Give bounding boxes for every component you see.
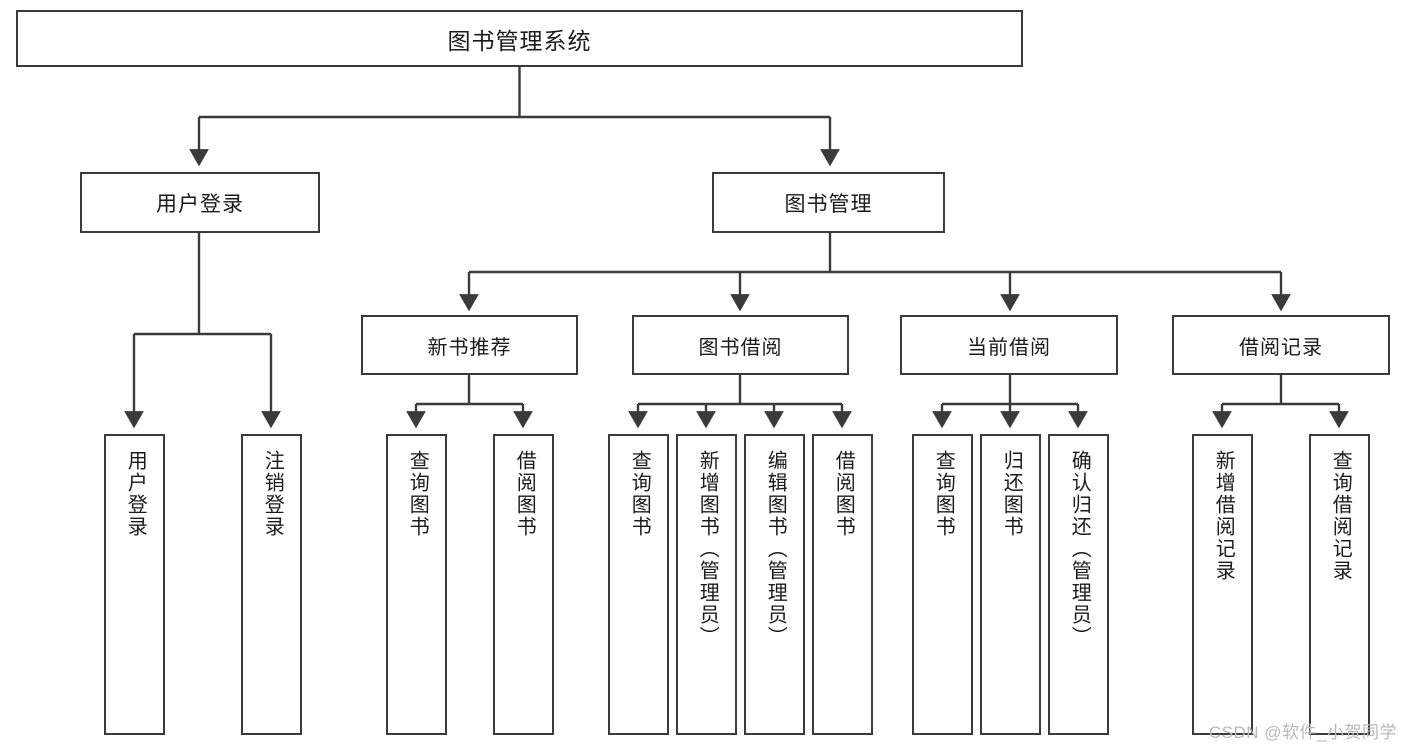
node-label: 归还图书 — [1000, 450, 1023, 538]
node-current-borrow[interactable]: 当前借阅 — [900, 315, 1118, 375]
node-label: 用户登录 — [156, 192, 244, 216]
node-label: 借阅图书 — [832, 450, 855, 538]
leaf-return-book[interactable]: 归还图书 — [980, 434, 1041, 735]
node-user-login[interactable]: 用户登录 — [80, 172, 320, 233]
leaf-add-record[interactable]: 新增借阅记录 — [1192, 434, 1253, 735]
leaf-edit-book[interactable]: 编辑图书（管理员） — [744, 434, 805, 735]
node-label: 用户登录 — [124, 450, 147, 538]
node-label: 新书推荐 — [427, 336, 512, 359]
node-label: 新增借阅记录 — [1212, 450, 1235, 582]
node-new-book-recommend[interactable]: 新书推荐 — [361, 315, 578, 375]
node-label: 查询借阅记录 — [1329, 450, 1352, 582]
node-label: 借阅图书 — [513, 450, 536, 538]
leaf-query-record[interactable]: 查询借阅记录 — [1309, 434, 1370, 735]
node-book-management[interactable]: 图书管理 — [712, 172, 945, 233]
node-label: 注销登录 — [261, 450, 284, 538]
node-label: 图书管理系统 — [447, 27, 592, 54]
leaf-user-login[interactable]: 用户登录 — [104, 434, 165, 735]
node-label: 新增图书（管理员） — [696, 450, 719, 648]
node-label: 查询图书 — [932, 450, 955, 538]
node-borrow-record[interactable]: 借阅记录 — [1172, 315, 1390, 375]
leaf-query-book-1[interactable]: 查询图书 — [386, 434, 447, 735]
csdn-watermark: CSDN @软件_小贺同学 — [1208, 723, 1397, 742]
leaf-logout-login[interactable]: 注销登录 — [241, 434, 302, 735]
node-label: 查询图书 — [406, 450, 429, 538]
node-label: 图书借阅 — [698, 336, 783, 359]
leaf-borrow-book-2[interactable]: 借阅图书 — [812, 434, 873, 735]
leaf-borrow-book-1[interactable]: 借阅图书 — [493, 434, 554, 735]
leaf-confirm-return[interactable]: 确认归还（管理员） — [1048, 434, 1109, 735]
node-book-borrow[interactable]: 图书借阅 — [632, 315, 849, 375]
leaf-query-book-3[interactable]: 查询图书 — [912, 434, 973, 735]
node-label: 借阅记录 — [1239, 336, 1323, 359]
leaf-add-book[interactable]: 新增图书（管理员） — [676, 434, 737, 735]
node-label: 当前借阅 — [967, 336, 1051, 359]
node-root-system[interactable]: 图书管理系统 — [16, 10, 1023, 67]
node-label: 图书管理 — [784, 192, 873, 216]
node-label: 确认归还（管理员） — [1068, 450, 1091, 648]
node-label: 编辑图书（管理员） — [764, 450, 787, 648]
node-label: 查询图书 — [628, 450, 651, 538]
leaf-query-book-2[interactable]: 查询图书 — [608, 434, 669, 735]
